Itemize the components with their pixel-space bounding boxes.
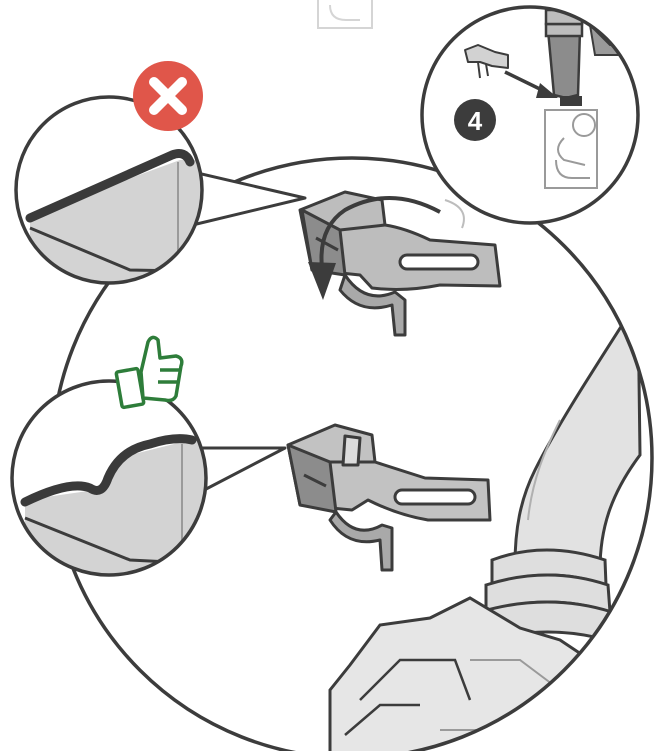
- cross-mark-icon: [133, 61, 203, 131]
- step-number: 4: [468, 106, 483, 136]
- step-inset-circle: 4: [422, 7, 640, 223]
- top-edge-part-sketch: [318, 0, 372, 28]
- step-number-badge: 4: [454, 99, 496, 141]
